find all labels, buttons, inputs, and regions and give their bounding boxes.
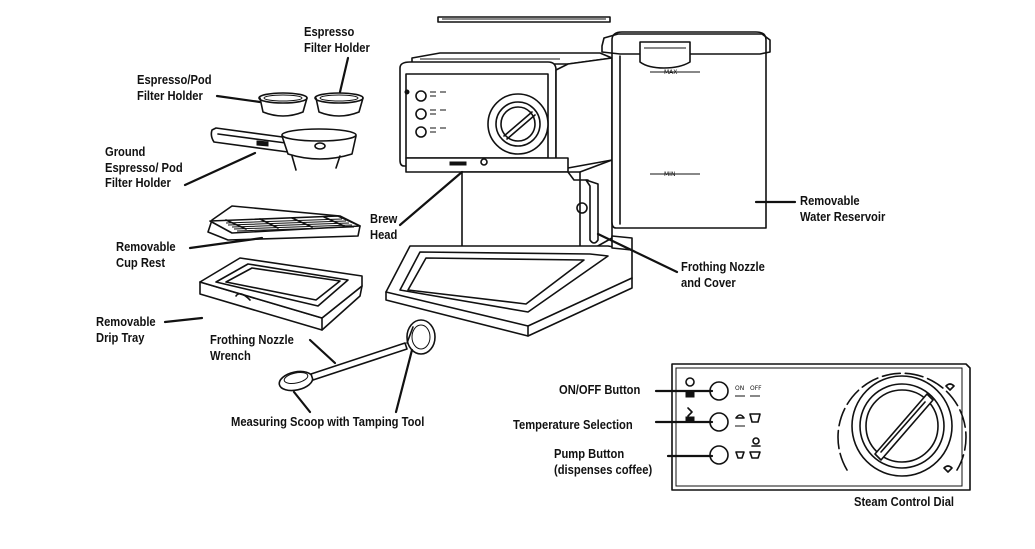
label-line: Frothing Nozzle (210, 332, 294, 347)
label-line: Head (370, 226, 398, 242)
leader-drip-tray (163, 316, 204, 324)
label-line: Filter Holder (137, 87, 203, 103)
leader-measuring-scoop (292, 348, 414, 414)
label-line: Water Reservoir (800, 208, 886, 224)
reservoir-max-mark: MAX (664, 69, 677, 76)
espresso-pod-filter-basket (258, 92, 308, 117)
leader-frothing-wrench (308, 338, 337, 365)
label-steam-control-dial: Steam Control Dial (854, 494, 954, 510)
label-removable-water-reservoir: Removable Water Reservoir (800, 193, 885, 224)
label-line: ON/OFF Button (559, 382, 641, 397)
drip-tray (199, 257, 363, 331)
label-espresso-pod-filter-holder: Espresso/Pod Filter Holder (137, 72, 212, 103)
label-on-off-button: ON/OFF Button (559, 382, 640, 398)
cup-rest (207, 205, 361, 241)
label-espresso-filter-holder: Espresso Filter Holder (304, 24, 370, 55)
reservoir-min-mark: MIN (664, 171, 675, 178)
measuring-scoop (278, 319, 436, 392)
leader-lines (163, 56, 797, 458)
label-line: Drip Tray (96, 329, 145, 345)
portafilter (210, 127, 357, 171)
leader-brew-head (398, 170, 464, 227)
leader-espresso-filter-holder (338, 56, 350, 94)
label-line: Espresso/ Pod (105, 159, 183, 175)
top-warming-tray (437, 16, 611, 23)
label-measuring-scoop: Measuring Scoop with Tamping Tool (231, 414, 424, 430)
leader-cup-rest (188, 236, 264, 250)
water-reservoir: MAX MIN (601, 31, 771, 229)
label-line: Cup Rest (116, 254, 166, 270)
label-line: (dispenses coffee) (554, 461, 653, 477)
label-removable-drip-tray: Removable Drip Tray (96, 314, 156, 345)
label-line: Pump Button (554, 446, 625, 461)
label-line: Ground (105, 144, 146, 159)
label-line: Removable (800, 193, 860, 208)
label-line: Filter Holder (105, 175, 171, 190)
label-pump-button: Pump Button (dispenses coffee) (554, 446, 652, 477)
label-line: Filter Holder (304, 39, 370, 55)
label-line: Removable (96, 314, 156, 329)
control-panel-inset: ON OFF (671, 363, 971, 491)
label-frothing-nozzle-and-cover: Frothing Nozzle and Cover (681, 259, 765, 290)
inset-off-label: OFF (750, 385, 762, 392)
label-brew-head: Brew Head (370, 211, 397, 242)
label-line: Brew (370, 211, 398, 226)
label-temperature-selection: Temperature Selection (513, 417, 633, 433)
espresso-machine (385, 52, 633, 337)
label-line: Measuring Scoop with Tamping Tool (231, 414, 425, 429)
leader-espresso-pod-filter-holder (215, 94, 262, 104)
inset-pump-button (709, 445, 729, 465)
label-line: Temperature Selection (513, 417, 633, 432)
leader-ground-filter-holder (183, 151, 257, 187)
label-ground-espresso-pod-filter-holder: Ground Espresso/ Pod Filter Holder (105, 144, 183, 191)
espresso-filter-basket (314, 92, 364, 117)
label-line: Wrench (210, 347, 251, 363)
label-line: and Cover (681, 274, 736, 290)
label-line: Frothing Nozzle (681, 259, 765, 274)
label-removable-cup-rest: Removable Cup Rest (116, 239, 176, 270)
inset-on-label: ON (735, 385, 744, 392)
label-line: Removable (116, 239, 176, 254)
label-frothing-nozzle-wrench: Frothing Nozzle Wrench (210, 332, 294, 363)
label-line: Espresso/Pod (137, 72, 212, 87)
label-line: Espresso (304, 24, 355, 39)
leader-frothing-nozzle (596, 232, 679, 274)
label-line: Steam Control Dial (854, 494, 955, 509)
